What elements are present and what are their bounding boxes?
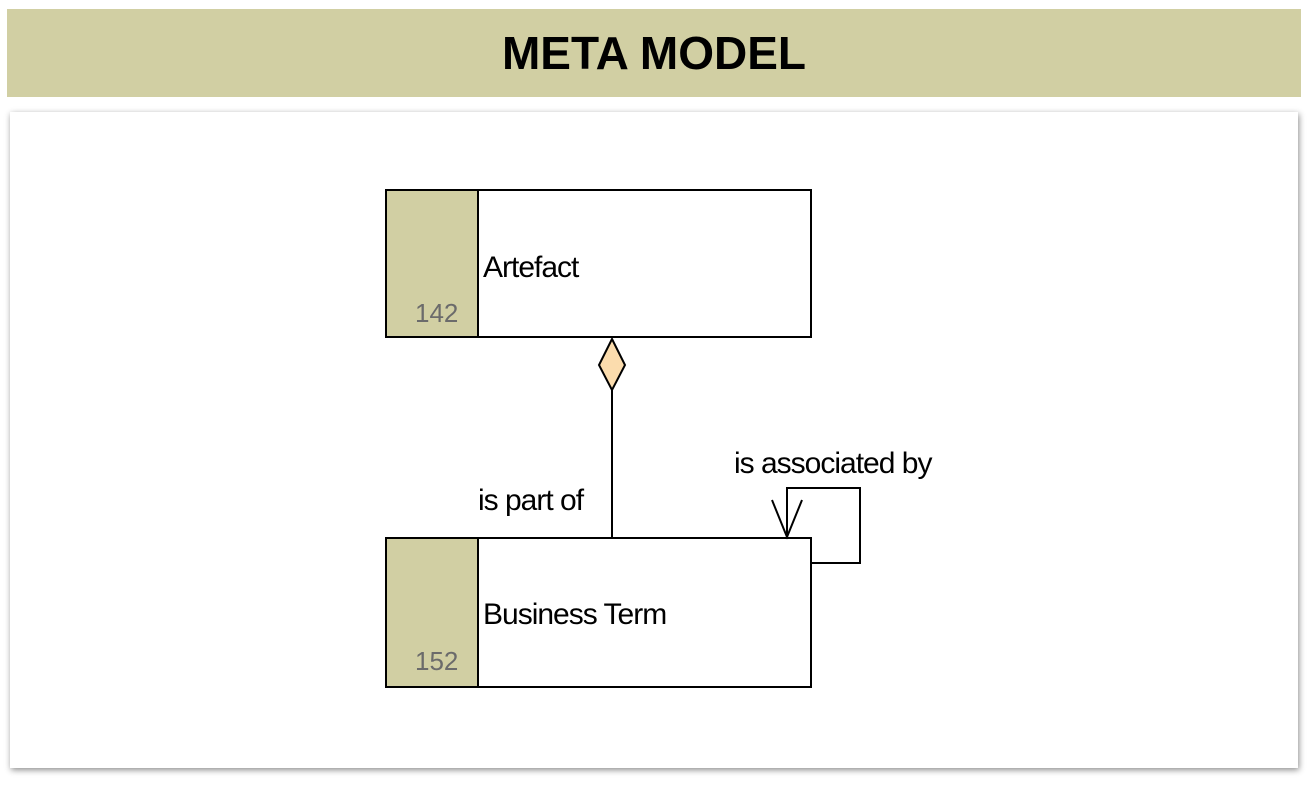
entity-artefact-name: Artefact [483,251,580,284]
entity-business-term[interactable]: Business Term 152 [385,537,812,688]
open-arrow-icon [771,499,803,540]
header-bar: META MODEL [7,9,1301,97]
relationship-associated-by-label: is associated by [734,447,932,480]
entity-business-term-tab [387,539,477,686]
entity-artefact[interactable]: Artefact 142 [385,189,812,338]
aggregation-diamond-icon [597,336,627,393]
relationship-part-of[interactable]: is part of [478,336,627,538]
page-title: META MODEL [501,27,807,79]
relationship-associated-by[interactable]: is associated by [734,447,933,564]
relationship-part-of-label: is part of [478,484,585,517]
entity-business-term-name: Business Term [483,598,666,631]
relationship-associated-by-line [786,487,861,564]
entity-artefact-tab [387,191,477,336]
entity-business-term-id: 152 [415,646,458,676]
entity-artefact-id: 142 [415,298,458,328]
